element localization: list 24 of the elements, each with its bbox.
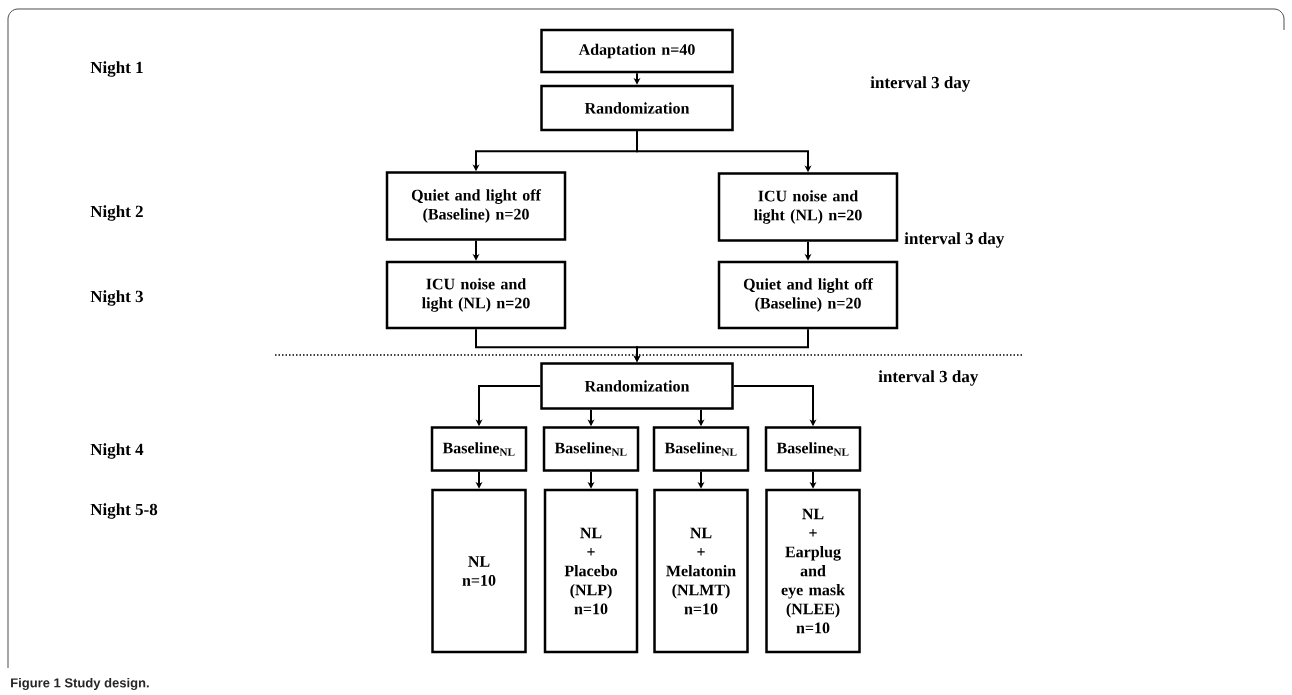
process-box: Baseline$_{NL}$ — [764, 426, 862, 472]
process-box: Randomization — [540, 362, 734, 410]
process-box: NL + Placebo (NLP) n=10 — [543, 488, 639, 654]
row-label: Night 2 — [90, 205, 143, 221]
process-box: Baseline$_{NL}$ — [542, 426, 640, 472]
process-box: Randomization — [540, 84, 734, 132]
process-box: Baseline$_{NL}$ — [652, 426, 750, 472]
figure-caption: Figure 1 Study design. — [11, 677, 149, 691]
process-box: Quiet and light off (Baseline) n=20 — [385, 171, 567, 241]
row-label: Night 3 — [90, 290, 143, 306]
row-label: interval 3 day — [878, 370, 979, 386]
row-label: Night 1 — [90, 61, 143, 77]
process-box: Baseline$_{NL}$ — [430, 426, 528, 472]
process-box: Quiet and light off (Baseline) n=20 — [717, 260, 899, 330]
row-label: Night 4 — [90, 443, 144, 459]
row-label: Night 5-8 — [90, 503, 158, 519]
process-box: ICU noise and light (NL) n=20 — [385, 260, 567, 330]
process-box: Adaptation n=40 — [540, 28, 734, 74]
process-box: ICU noise and light (NL) n=20 — [717, 172, 899, 242]
process-box: NL + Earplug and eye mask (NLEE) n=10 — [765, 488, 861, 654]
row-label: interval 3 day — [870, 76, 971, 92]
process-box: NL n=10 — [431, 488, 527, 654]
row-label: interval 3 day — [904, 232, 1005, 248]
process-box: NL + Melatonin (NLMT) n=10 — [653, 488, 749, 654]
